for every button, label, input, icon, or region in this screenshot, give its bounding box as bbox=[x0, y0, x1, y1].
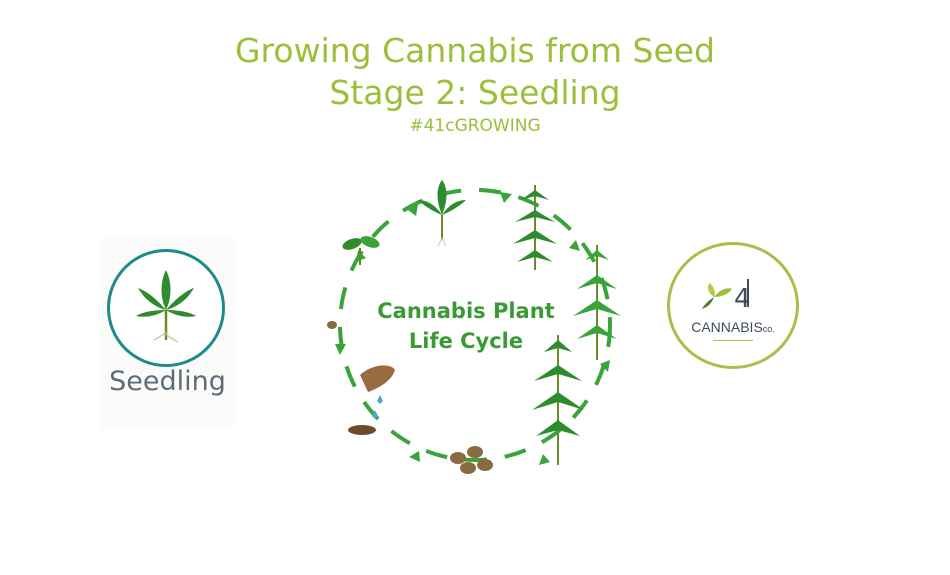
brand-suffix: co. bbox=[762, 324, 775, 334]
hashtag: #41cGROWING bbox=[409, 116, 541, 136]
header: Growing Cannabis from Seed Stage 2: Seed… bbox=[0, 30, 950, 138]
brand-logo: 4 CANNABISco. bbox=[667, 242, 799, 369]
cycle-arrows bbox=[338, 188, 612, 462]
small-seed-icon bbox=[327, 321, 337, 329]
vegetative-plant-icon bbox=[513, 185, 557, 270]
brand-underline bbox=[713, 340, 753, 341]
young-plant-icon bbox=[418, 180, 466, 247]
brand-name-text: CANNABIS bbox=[691, 319, 763, 335]
mature-plant-icon bbox=[532, 335, 584, 465]
seeds-icon bbox=[450, 446, 493, 474]
flowering-plant-icon bbox=[573, 245, 621, 360]
seedling-label: Seedling bbox=[109, 366, 226, 397]
life-cycle-diagram bbox=[320, 170, 630, 480]
seedling-circle bbox=[107, 249, 225, 367]
title-line-2: Stage 2: Seedling bbox=[329, 73, 621, 112]
sprout-icon bbox=[342, 236, 380, 265]
svg-text:4: 4 bbox=[734, 284, 751, 314]
planting-hand-icon bbox=[348, 365, 395, 435]
seedling-card: Seedling bbox=[100, 238, 235, 428]
brand-name: CANNABISco. bbox=[670, 319, 796, 335]
cycle-label: Cannabis Plant Life Cycle bbox=[360, 296, 572, 356]
title-line-1: Growing Cannabis from Seed bbox=[234, 31, 715, 70]
41-cannabis-logo: 4 bbox=[702, 279, 751, 314]
seedling-leaf-icon bbox=[136, 270, 196, 343]
life-cycle-svg bbox=[327, 180, 621, 474]
cycle-label-line-2: Life Cycle bbox=[408, 329, 524, 353]
cycle-label-line-1: Cannabis Plant bbox=[377, 299, 555, 323]
